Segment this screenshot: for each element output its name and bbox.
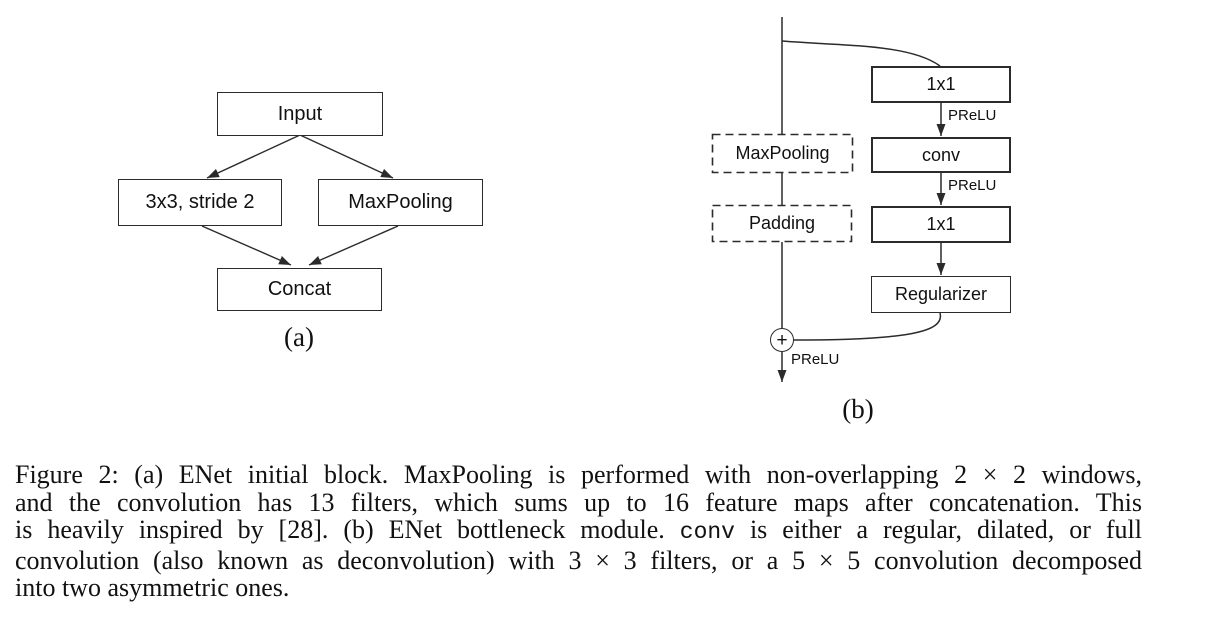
node-conv-3x3-stride-2: 3x3, stride 2 [118,179,282,226]
panel-b-main-path [777,17,942,382]
caption-line-1: Figure 2: (a) ENet initial block. MaxPoo… [15,460,1142,489]
panel-b-dashed-boxes [711,133,854,243]
prelu-label-3: PReLU [791,351,840,368]
caption-line-3-post: is either a regular, dilated, or full [734,515,1142,545]
prelu-label-1: PReLU [948,107,997,124]
node-maxpooling-a: MaxPooling [318,179,483,226]
node-1x1-expand: 1x1 [871,206,1011,243]
prelu-label-2: PReLU [948,177,997,194]
node-input: Input [217,92,383,136]
node-1x1-proj: 1x1 [871,66,1011,103]
panel-b-label: (b) [842,394,874,424]
node-padding: Padding [748,213,816,233]
node-maxpooling-b: MaxPooling [735,143,830,163]
caption-conv-code: conv [679,519,735,546]
node-conv: conv [871,137,1011,173]
figure-caption: Figure 2: (a) ENet initial block. MaxPoo… [15,461,1142,602]
caption-line-4: convolution (also known as deconvolution… [15,545,1142,575]
panel-a-label: (a) [284,322,314,352]
caption-line-5: into two asymmetric ones. [15,573,290,603]
node-concat: Concat [217,268,382,311]
connector-lines [201,17,946,382]
panel-a-arrows [201,134,399,266]
elementwise-add-node: + [770,328,794,352]
caption-line-3-pre: is heavily inspired by [28]. (b) ENet bo… [15,515,680,545]
caption-line-3: is heavily inspired by [28]. (b) ENet bo… [15,516,1142,547]
node-regularizer: Regularizer [871,276,1011,313]
caption-line-2: and the convolution has 13 filters, whic… [15,487,1142,517]
